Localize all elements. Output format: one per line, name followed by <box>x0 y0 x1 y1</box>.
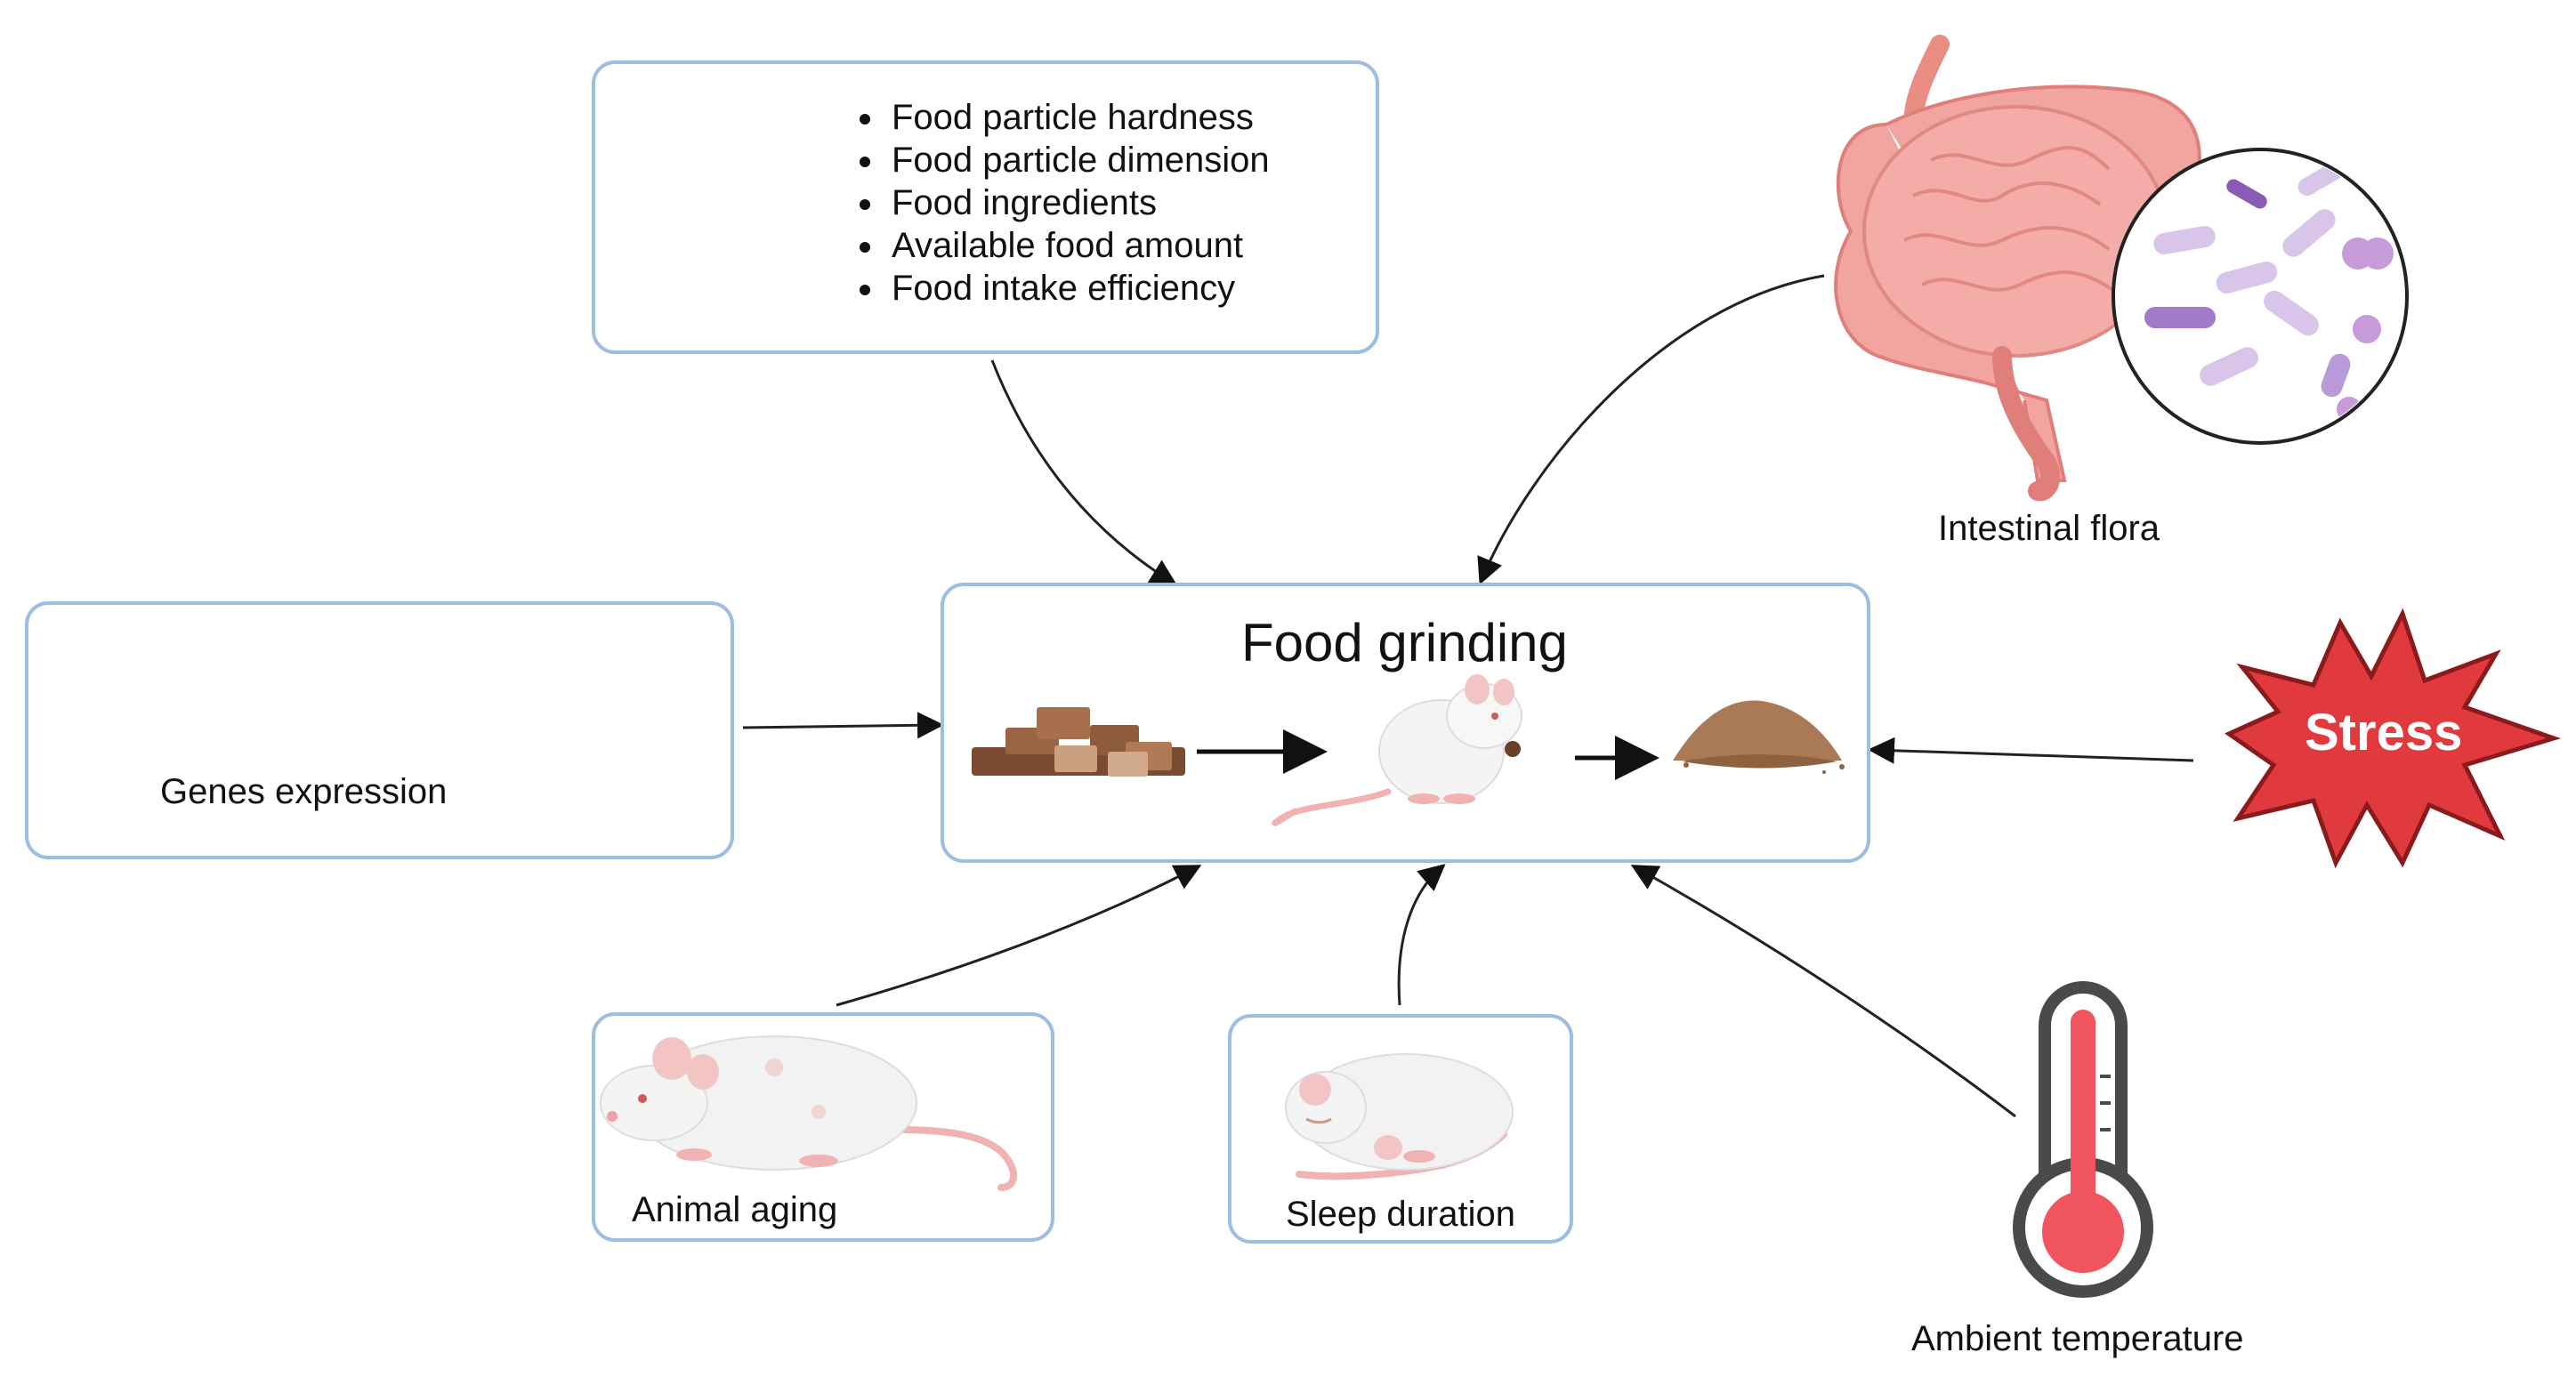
stress-star-icon <box>2224 608 2562 869</box>
sleep-duration-box <box>1228 1014 1573 1244</box>
thermometer-icon <box>2013 981 2153 1298</box>
sleeping-rat-icon <box>1285 1053 1514 1180</box>
food-factor-item: Food intake efficiency <box>886 267 1270 310</box>
animal-aging-box <box>592 1012 1054 1242</box>
food-grinding-title: Food grinding <box>1241 613 1568 672</box>
intestine-icon <box>1834 35 2201 502</box>
stress-label: Stress <box>2305 704 2463 761</box>
food-factors-box <box>592 60 1379 354</box>
ambient-temperature-label: Ambient temperature <box>1911 1319 2244 1358</box>
arrow-food-factors <box>990 359 1178 586</box>
food-pellets-center-icon <box>972 707 1185 777</box>
arrow-aging <box>836 865 1202 1007</box>
aging-rat-icon <box>600 1035 1017 1191</box>
bacteria-icon <box>2112 148 2409 445</box>
food-factor-item: Available food amount <box>886 224 1270 267</box>
arrow-stress <box>1868 737 2194 764</box>
arrow-temperature <box>1630 865 2016 1118</box>
sleep-duration-label: Sleep duration <box>1286 1195 1515 1234</box>
intestinal-flora-label: Intestinal flora <box>1938 509 2160 548</box>
food-factor-item: Food particle hardness <box>886 96 1270 139</box>
arrow-sleep <box>1397 864 1446 1006</box>
food-factor-item: Food ingredients <box>886 181 1270 224</box>
arrow-genes <box>742 712 944 739</box>
food-factors-list: Food particle hardness Food particle dim… <box>845 96 1270 310</box>
animal-aging-label: Animal aging <box>632 1190 838 1229</box>
food-factor-item: Food particle dimension <box>886 139 1270 181</box>
food-grinding-box <box>941 583 1870 863</box>
food-powder-icon <box>1673 700 1845 774</box>
genes-expression-box <box>25 601 734 859</box>
eating-rat-icon <box>1272 674 1522 826</box>
arrow-intestinal-flora <box>1477 274 1825 585</box>
genes-expression-label: Genes expression <box>160 772 448 811</box>
